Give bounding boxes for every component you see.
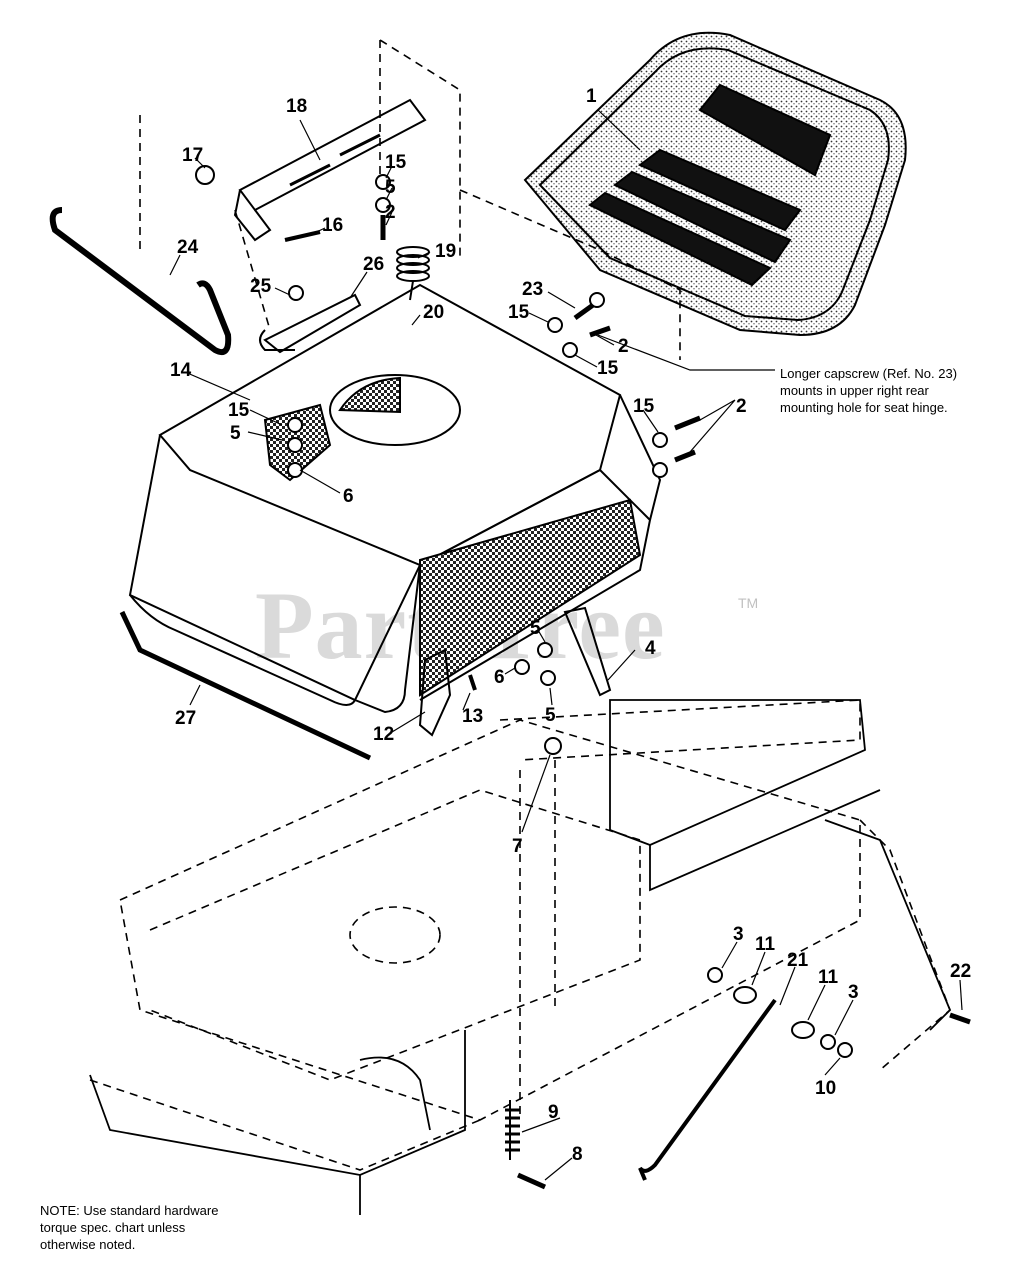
callout-15-d: 15 — [228, 400, 250, 421]
callout-10: 10 — [815, 1078, 836, 1099]
seat-hinge-note-line-2: mounts in upper right rear — [780, 383, 929, 398]
callout-21: 21 — [787, 950, 809, 971]
callout-3-b: 3 — [848, 982, 859, 1003]
tractor-frame — [89, 39, 951, 1171]
callout-25: 25 — [250, 276, 272, 297]
callout-5-d: 5 — [545, 705, 556, 726]
callout-6-a: 6 — [343, 486, 354, 507]
callout-11-b: 11 — [818, 967, 839, 988]
callout-15-a: 15 — [385, 152, 407, 173]
frame-rails — [89, 699, 952, 1215]
seat — [523, 31, 907, 337]
callout-15-b: 15 — [508, 302, 530, 323]
callout-labels: 1 18 17 15 5 2 16 19 24 26 25 23 15 2 20… — [170, 86, 971, 1165]
callout-16: 16 — [322, 215, 343, 236]
seat-spring — [396, 246, 430, 301]
callout-2-b: 2 — [618, 336, 629, 357]
hood — [128, 283, 662, 714]
callout-22: 22 — [950, 961, 971, 982]
torque-note-line-3: otherwise noted. — [40, 1237, 136, 1252]
torque-note: NOTE: Use standard hardware torque spec.… — [40, 1202, 218, 1253]
leader-lines — [169, 109, 963, 1181]
torque-note-line-1: NOTE: Use standard hardware — [40, 1203, 219, 1218]
seat-hinge-note-line-1: Longer capscrew (Ref. No. 23) — [780, 366, 958, 381]
return-spring — [505, 1100, 520, 1160]
trademark-symbol: TM — [738, 595, 759, 611]
callout-26: 26 — [363, 254, 384, 275]
callout-4: 4 — [645, 638, 656, 659]
seat-bracket — [233, 98, 427, 242]
callout-13: 13 — [462, 706, 483, 727]
callout-14: 14 — [170, 360, 192, 381]
callout-20: 20 — [423, 302, 444, 323]
callout-7: 7 — [512, 836, 523, 857]
callout-5-c: 5 — [530, 618, 541, 639]
seat-hinge-tab — [259, 329, 295, 351]
hardware — [195, 165, 971, 1190]
callout-2-a: 2 — [385, 202, 396, 223]
callout-24: 24 — [177, 237, 199, 258]
callout-19: 19 — [435, 241, 456, 262]
seat-rod — [49, 207, 232, 356]
callout-2-c: 2 — [736, 396, 747, 417]
callout-5-a: 5 — [385, 177, 396, 198]
callout-1: 1 — [586, 86, 597, 107]
callout-5-b: 5 — [230, 423, 241, 444]
torque-note-line-2: torque spec. chart unless — [40, 1220, 186, 1235]
seat-hinge-note-line-3: mounting hole for seat hinge. — [780, 400, 948, 415]
seat-hinge-plate — [263, 293, 362, 354]
callout-15-e: 15 — [633, 396, 655, 417]
callout-8: 8 — [572, 1144, 583, 1165]
seat-hinge-note: Longer capscrew (Ref. No. 23) mounts in … — [780, 365, 957, 416]
lift-rod — [638, 998, 777, 1181]
callout-17: 17 — [182, 145, 203, 166]
callout-6-b: 6 — [494, 667, 505, 688]
callout-15-c: 15 — [597, 358, 619, 379]
callout-18: 18 — [286, 96, 307, 117]
callout-23: 23 — [522, 279, 543, 300]
callout-27: 27 — [175, 708, 196, 729]
callout-3-a: 3 — [733, 924, 744, 945]
callout-9: 9 — [548, 1102, 559, 1123]
hood-bracket — [563, 606, 612, 697]
callout-12: 12 — [373, 724, 394, 745]
callout-11-a: 11 — [755, 934, 776, 955]
hood-bumper-strip — [119, 610, 372, 761]
